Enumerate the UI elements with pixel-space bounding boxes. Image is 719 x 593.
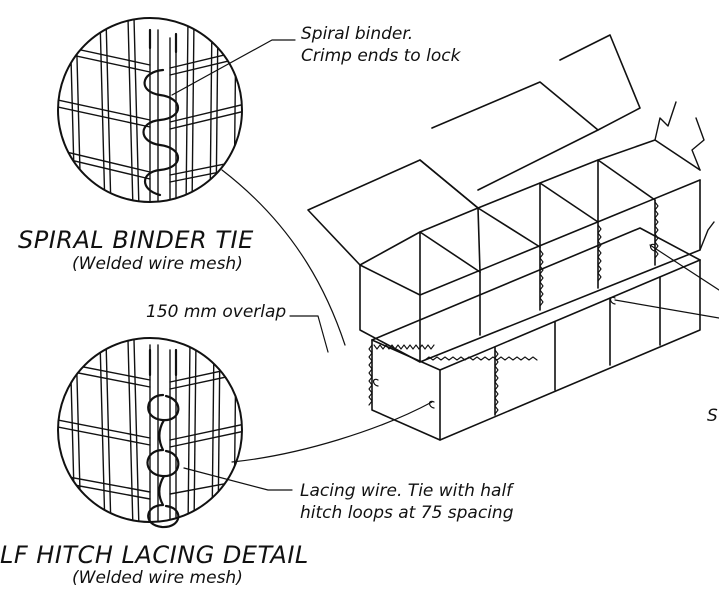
lacing-seams <box>368 201 659 415</box>
overlap-label: 150 mm overlap <box>146 302 287 322</box>
spiral-detail-subtitle: (Welded wire mesh) <box>72 254 243 274</box>
lacing-callout-line1: Lacing wire. Tie with half <box>300 481 513 501</box>
break-marks <box>654 101 715 251</box>
lacing-detail <box>57 337 243 529</box>
cut-off-label: S <box>707 406 718 426</box>
leader-lines <box>171 39 719 491</box>
open-lids <box>307 34 641 266</box>
spiral-detail-leader <box>221 169 346 346</box>
spiral-callout-line2: Crimp ends to lock <box>301 46 461 66</box>
overlap-leader <box>289 315 329 353</box>
welded-mesh-bottom <box>58 339 242 522</box>
spiral-binder-wire <box>142 68 179 197</box>
spiral-callout-leader <box>171 39 296 96</box>
lacing-detail-title: LF HITCH LACING DETAIL <box>0 541 309 569</box>
lacing-callout-leader <box>183 467 293 491</box>
top-gabion-row <box>359 139 701 363</box>
offpage-leader <box>614 244 719 319</box>
gabion-assembly <box>307 34 715 441</box>
lacing-detail-circle <box>57 337 243 523</box>
lacing-detail-leader <box>231 401 433 463</box>
bottom-gabion-row <box>371 227 701 441</box>
lacing-wire <box>146 393 180 529</box>
lacing-detail-subtitle: (Welded wire mesh) <box>72 568 243 588</box>
spiral-callout-line1: Spiral binder. <box>301 24 414 44</box>
spiral-binder-detail <box>57 17 243 203</box>
spiral-detail-circle <box>57 17 243 203</box>
spiral-detail-title: SPIRAL BINDER TIE <box>18 226 254 254</box>
lacing-callout-line2: hitch loops at 75 spacing <box>300 503 514 523</box>
